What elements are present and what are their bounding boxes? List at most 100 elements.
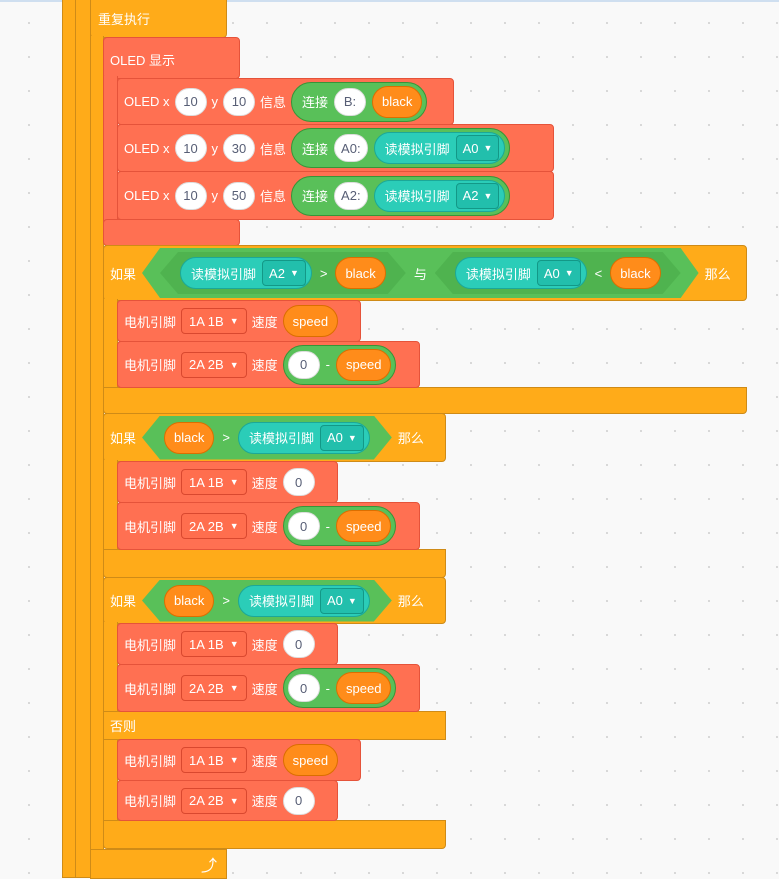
speed-variable[interactable]: speed xyxy=(282,305,339,337)
subtract-block[interactable]: 0-speed xyxy=(282,344,397,385)
speed-label: 速度 xyxy=(251,794,278,809)
number-input[interactable]: 0 xyxy=(287,512,320,540)
motor-label: 电机引脚 xyxy=(124,475,177,491)
caret-down-icon: ▼ xyxy=(229,755,239,765)
black-variable[interactable]: black xyxy=(372,85,423,118)
speed-label: 速度 xyxy=(251,314,278,330)
motor-dropdown[interactable]: 1A 1B▼ xyxy=(181,747,247,773)
speed-variable[interactable]: speed xyxy=(282,744,339,776)
black-variable[interactable]: black xyxy=(335,257,385,289)
top-border xyxy=(0,0,779,2)
join-block[interactable]: 连接 B:black xyxy=(291,81,428,122)
speed-label: 速度 xyxy=(251,475,278,491)
x-input[interactable]: 10 xyxy=(174,87,207,116)
caret-down-icon: ▼ xyxy=(229,639,239,649)
else-label: 否则 xyxy=(110,719,137,734)
subtract-block[interactable]: 0-speed xyxy=(282,668,397,708)
if-bottom xyxy=(103,820,446,849)
motor-dropdown[interactable]: 1A 1B▼ xyxy=(181,469,247,495)
if-arm xyxy=(103,299,118,389)
pin-dropdown[interactable]: A0▼ xyxy=(537,260,581,286)
pin-dropdown[interactable]: A0▼ xyxy=(455,135,500,161)
motor-value: 2A 2B xyxy=(189,793,224,808)
subtract-block[interactable]: 0-speed xyxy=(282,506,397,546)
pin-value: A0 xyxy=(462,140,479,156)
motor-dropdown[interactable]: 1A 1B ▼ xyxy=(181,631,247,657)
motor-dropdown[interactable]: 2A 2B▼ xyxy=(181,351,247,378)
pin-dropdown[interactable]: A2▼ xyxy=(455,182,500,209)
motor-value: 1A 1B xyxy=(189,636,224,652)
black-variable[interactable]: black xyxy=(164,585,214,617)
msg-label: 信息 xyxy=(260,141,287,157)
x-input[interactable]: 10 xyxy=(174,181,207,210)
caret-down-icon: ▼ xyxy=(347,432,357,443)
number-input[interactable]: 0 xyxy=(287,350,320,379)
black-variable[interactable]: black xyxy=(164,422,214,454)
forever-label: 重复执行 xyxy=(98,12,151,27)
speed-input[interactable]: 0 xyxy=(282,468,315,496)
number-input[interactable]: 0 xyxy=(287,674,320,702)
motor-dropdown[interactable]: 2A 2B▼ xyxy=(181,675,247,701)
speed-variable[interactable]: speed xyxy=(336,510,392,542)
outer-block-arm[interactable] xyxy=(75,0,91,878)
forever-block[interactable]: 重复执行 xyxy=(90,0,227,38)
motor-dropdown[interactable]: 1A 1B▼ xyxy=(181,308,247,334)
then-label: 那么 xyxy=(397,594,424,609)
pin-dropdown[interactable]: A0▼ xyxy=(320,425,364,451)
speed-input[interactable]: 0 xyxy=(282,786,315,815)
speed-variable[interactable]: speed xyxy=(336,348,392,381)
pin-value: A2 xyxy=(269,265,285,281)
outer-block-arm[interactable] xyxy=(62,0,76,878)
black-variable[interactable]: black xyxy=(610,257,660,289)
caret-down-icon: ▼ xyxy=(483,190,493,201)
speed-input[interactable]: 0 xyxy=(282,630,315,658)
y-input[interactable]: 10 xyxy=(223,87,256,116)
join-label: 连接 xyxy=(302,95,329,110)
join-input-1[interactable]: A0: xyxy=(334,134,368,162)
pin-dropdown[interactable]: A2▼ xyxy=(262,260,306,286)
caret-down-icon: ▼ xyxy=(229,795,239,806)
pin-dropdown[interactable]: A0▼ xyxy=(320,588,364,614)
join-input-1[interactable]: A2: xyxy=(334,181,368,210)
motor-label: 电机引脚 xyxy=(124,519,177,535)
y-input[interactable]: 50 xyxy=(223,181,256,210)
motor-value: 1A 1B xyxy=(189,474,224,490)
gt-label: > xyxy=(222,593,230,608)
motor-dropdown[interactable]: 2A 2B▼ xyxy=(181,513,247,539)
oled-display-block[interactable]: OLED 显示 xyxy=(103,37,240,79)
y-input[interactable]: 30 xyxy=(223,134,256,162)
oled-x-label: OLED x xyxy=(124,94,170,109)
motor-dropdown[interactable]: 2A 2B ▼ xyxy=(181,787,247,814)
join-input-1[interactable]: B: xyxy=(334,87,367,116)
speed-variable[interactable]: speed xyxy=(336,672,392,704)
x-input[interactable]: 10 xyxy=(174,134,207,162)
motor-value: 2A 2B xyxy=(189,357,224,372)
